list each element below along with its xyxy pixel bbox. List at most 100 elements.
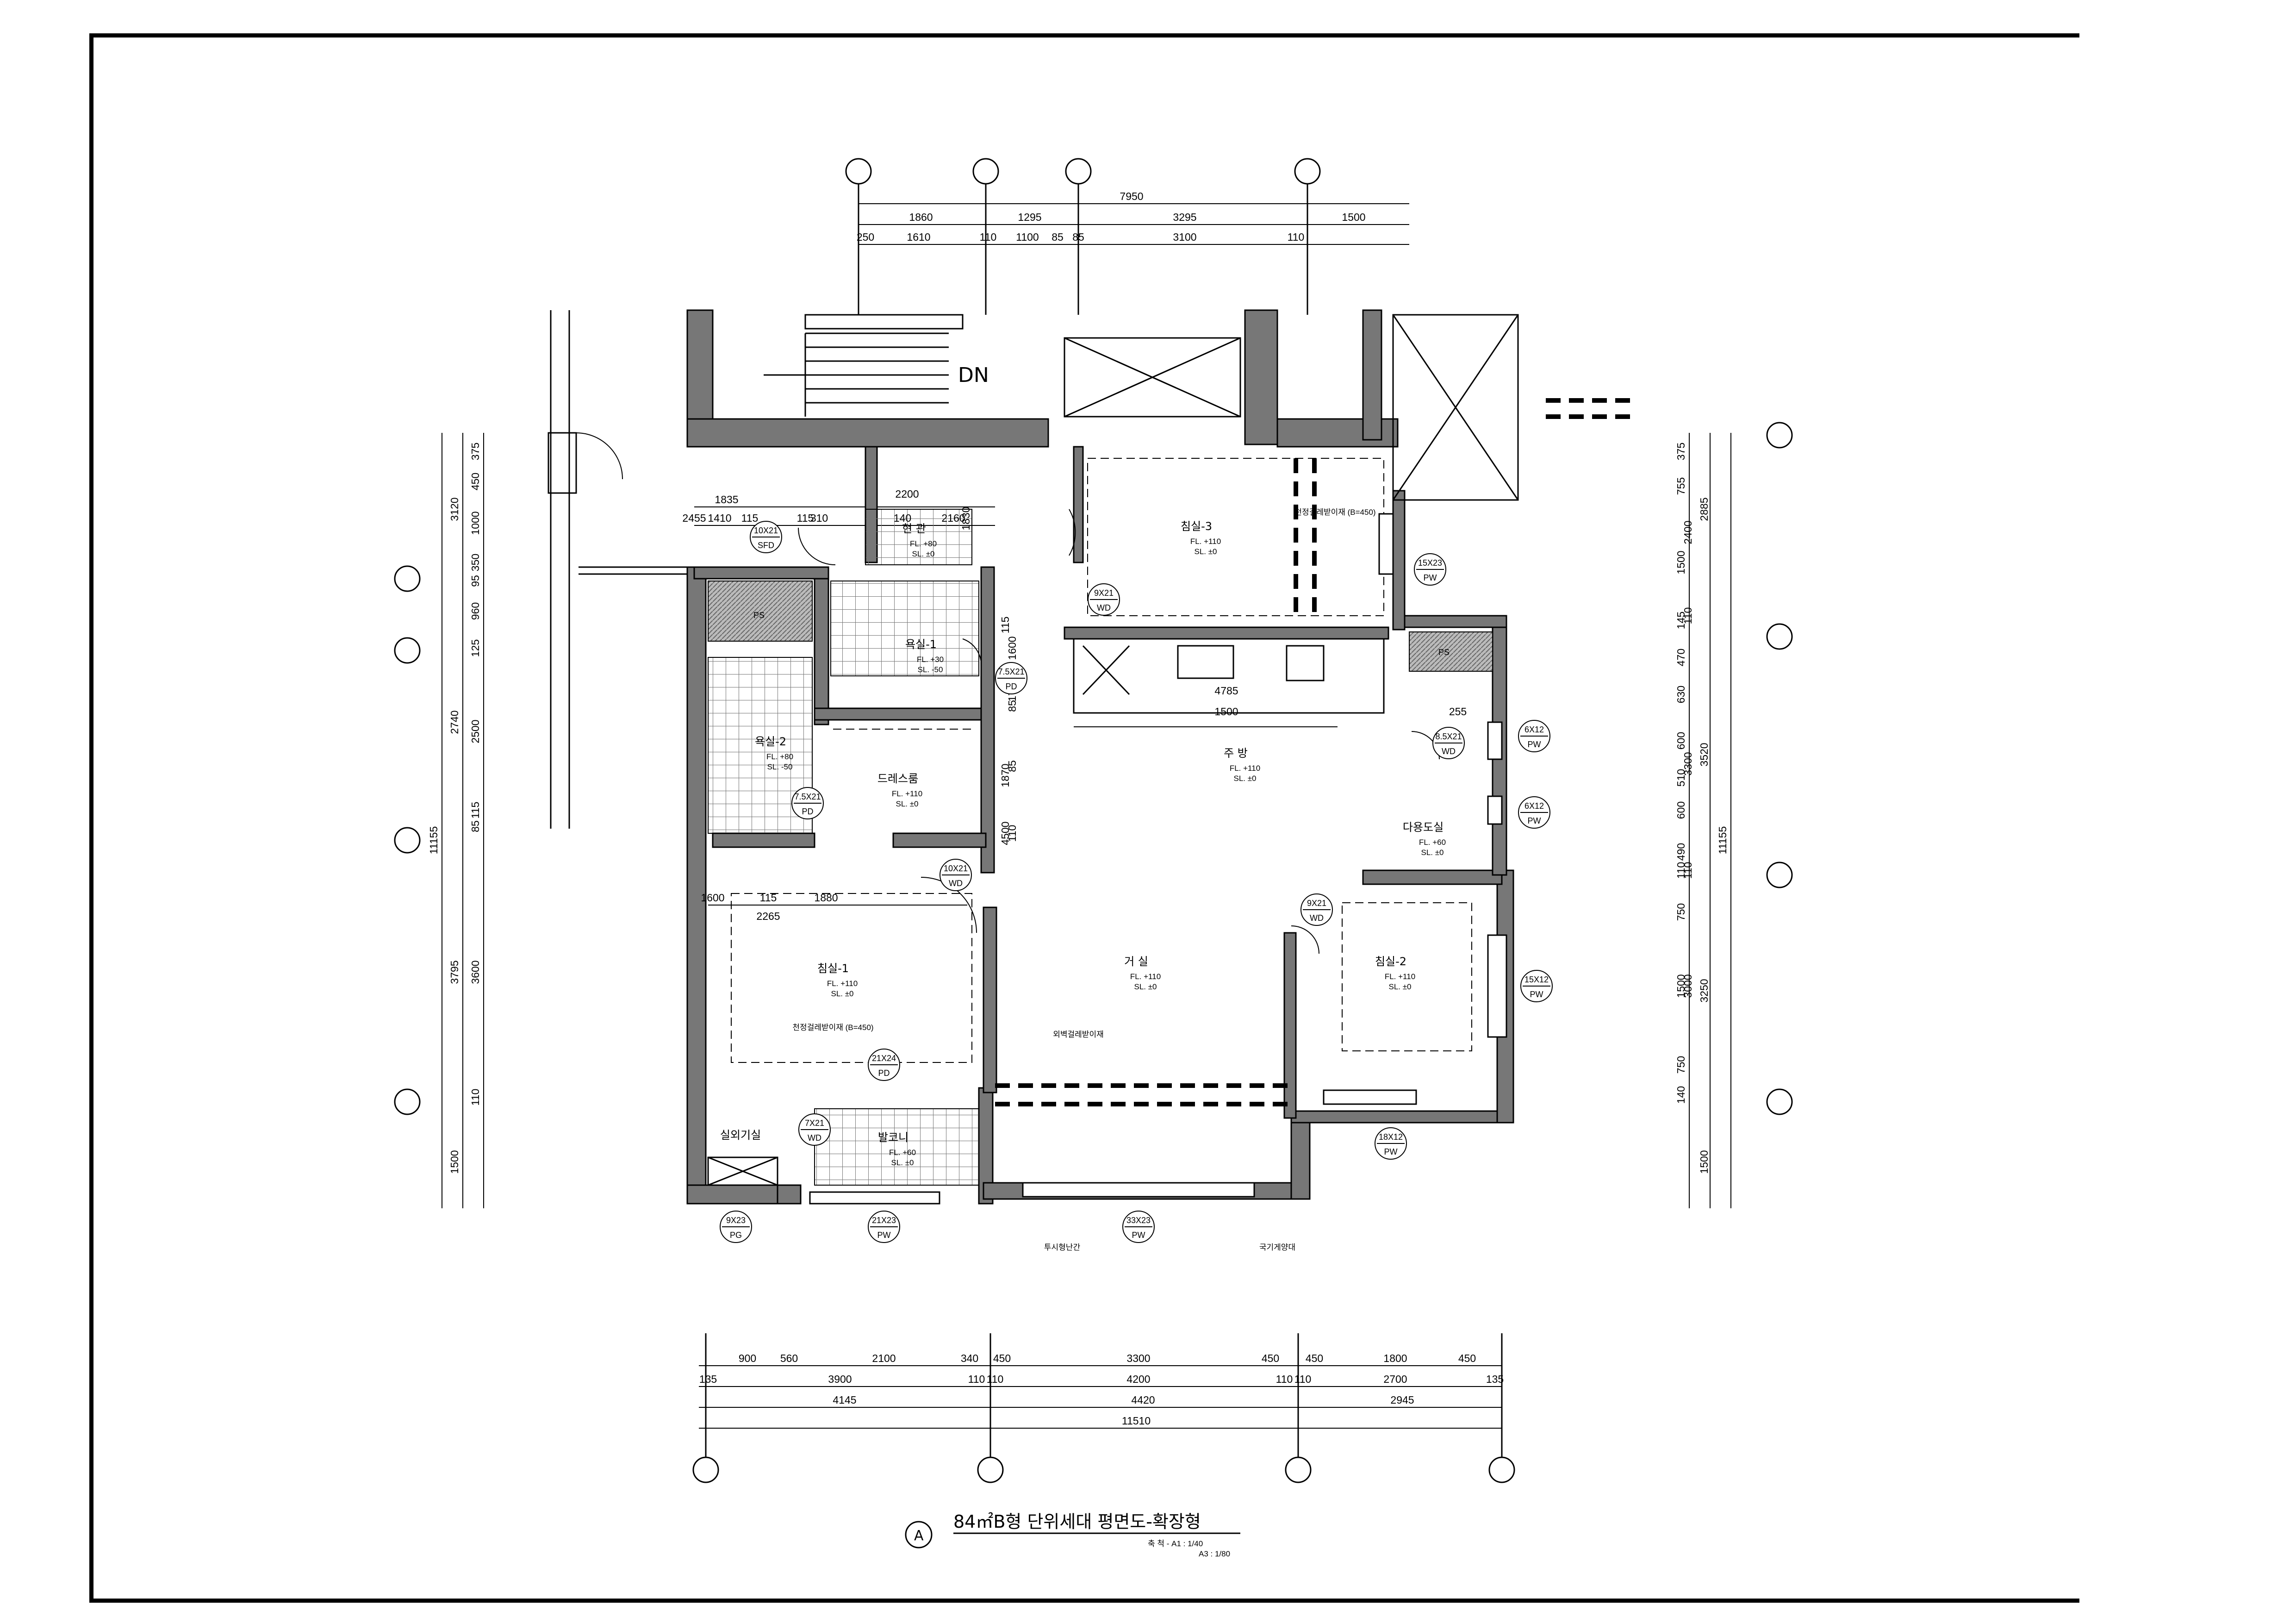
dim-label: 3300 [1682,752,1694,775]
dim-label: 1610 [907,231,930,243]
dim-label: 11510 [1122,1415,1151,1427]
opening-tag-type: WD [808,1133,821,1143]
dim-label: 7950 [1120,190,1143,202]
dim-label: 85 [1006,700,1018,712]
room-name: 발코니 [878,1131,908,1144]
dim-label: 1880 [814,892,838,904]
dim-label: 3295 [1173,211,1196,223]
opening-tag-size: 10X21 [754,526,778,535]
room-fl-level: FL. +60 [889,1148,916,1157]
pipe-shaft-label: PS [1438,648,1450,657]
dim-label: 110 [1682,862,1694,879]
opening-tag-type: PD [878,1068,890,1078]
opening-tag-size: 7.5X21 [998,667,1024,676]
room-name: 침실-3 [1181,520,1212,533]
opening-tag-type: WD [1310,913,1324,923]
dim-label: 1600 [1006,636,1018,660]
dim-label: 3250 [1698,979,1710,1002]
dim-label: 2200 [895,488,919,500]
opening-tag-size: 21X23 [872,1216,896,1225]
opening-tag-size: 15X12 [1524,975,1549,984]
dim-label: 1500 [1342,211,1365,223]
sheet-border [89,33,2079,1603]
annotation-note: 외벽걸레받이재 [1053,1030,1103,1039]
dim-label: 755 [1675,477,1687,495]
room-fl-level: FL. +110 [1190,537,1221,546]
dim-label: 3520 [1698,743,1710,766]
duct-boxes [707,314,1519,1186]
room-name: 드레스룸 [877,772,918,785]
pipe-shaft-label: PS [753,611,765,620]
opening-tag-type: PW [877,1230,891,1240]
annotation-note: 국기게양대 [1259,1243,1295,1252]
dim-label: 1800 [1383,1352,1407,1364]
dim-label: 115 [741,512,759,524]
dim-label: 375 [1675,443,1687,460]
dim-label: 2265 [756,910,780,922]
room-sl-level: SL. ±0 [831,989,853,998]
dim-label: 1830 [960,506,972,530]
dim-label: 375 [469,443,481,460]
room-fl-level: FL. +80 [766,752,793,761]
dim-label: 3000 [1682,974,1694,998]
room-fl-level: FL. +80 [910,539,937,548]
dim-label: 11155 [428,826,440,855]
kitchen-counter [1073,638,1385,714]
opening-tag-type: PW [1528,816,1541,825]
annotation-note: 천정걸레받이재 (B=450) [1294,508,1375,517]
room-fl-level: FL. +110 [892,789,922,798]
tiled-floors [708,509,979,1186]
dim-label: 2740 [448,710,460,734]
room-name: 거 실 [1124,955,1148,968]
dim-label: 600 [1675,801,1687,819]
dim-label: 140 [1675,1086,1687,1104]
dim-label: 1860 [909,211,933,223]
dim-label: 110 [1294,1373,1312,1385]
opening-tag-size: 15X23 [1418,558,1442,568]
dim-label: 960 [469,602,481,620]
opening-tag-size: 9X21 [1307,899,1326,908]
dim-label: 750 [1675,1056,1687,1074]
dim-label: 3600 [469,960,481,984]
dim-label: 110 [1288,231,1305,243]
stair-dn-label: DN [958,363,989,387]
dim-label: 1600 [701,892,724,904]
ceiling-lines [731,458,1472,1063]
opening-tag-type: WD [949,879,963,888]
room-fl-level: FL. +110 [1130,972,1161,981]
dim-label: 145 [1675,612,1687,629]
dim-label: 1295 [1018,211,1041,223]
dim-label: 3300 [1126,1352,1150,1364]
grid-bubbles [394,158,1793,1483]
dim-label: 2400 [1682,520,1694,544]
dim-label: 450 [1262,1352,1279,1364]
opening-tag-type: PW [1424,573,1437,582]
dim-label: 85 [1006,760,1018,772]
opening-tag-type: PG [730,1230,742,1240]
opening-tag-type: SFD [758,541,774,550]
dim-label: 115 [760,892,777,904]
dim-label: 450 [1458,1352,1476,1364]
dim-label: 115 [999,617,1011,634]
dim-label: 1835 [715,493,738,506]
dim-label: 490 [1675,843,1687,861]
dim-label: 1500 [1214,706,1238,718]
room-name: 주 방 [1224,747,1248,760]
dim-label: 900 [739,1352,756,1364]
title-mark: A [914,1528,924,1544]
dim-label: 450 [993,1352,1011,1364]
room-name: 침실-1 [817,962,849,975]
dim-label: 110 [1682,607,1694,625]
dim-label: 85 [1072,231,1084,243]
dim-label: 310 [810,512,828,524]
dim-label: 125 [469,639,481,657]
dim-label: 1500 [448,1150,460,1174]
dimension-lines [442,203,1731,1429]
dim-label: 1500 [1675,550,1687,574]
dim-label: 1500 [1698,1150,1710,1174]
beam-lines [995,398,1634,1106]
room-sl-level: SL. ±0 [1388,982,1411,991]
dim-label: 250 [857,231,874,243]
